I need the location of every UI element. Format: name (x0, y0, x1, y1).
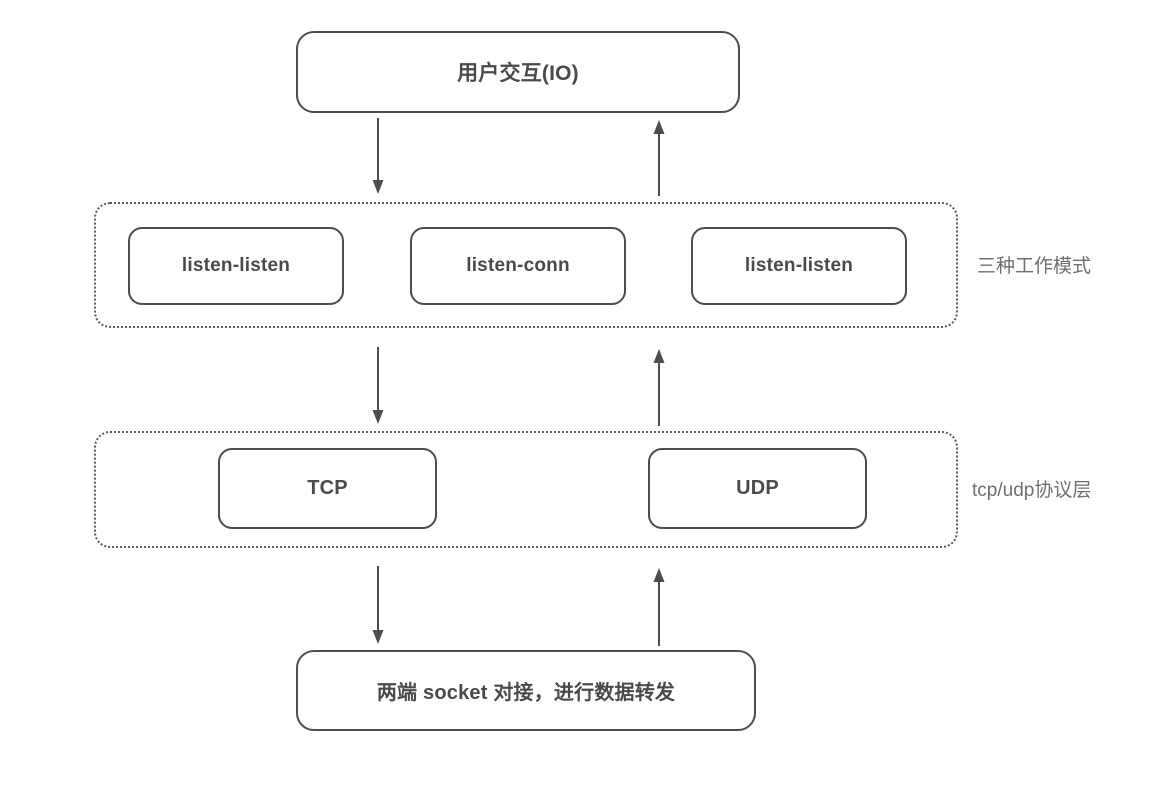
node-udp-label: UDP (736, 477, 779, 499)
node-user-interaction-io-label: 用户交互(IO) (457, 62, 579, 85)
side-label-protocol-layer: tcp/udp协议层 (972, 480, 1092, 501)
node-mode-listen-conn[interactable]: listen-conn (410, 227, 626, 305)
node-mode-listen-listen-1[interactable]: listen-listen (128, 227, 344, 305)
node-mode-listen-listen-2-label: listen-listen (744, 255, 854, 276)
arrow-io-to-modes-down (370, 118, 386, 196)
node-tcp-label: TCP (307, 477, 348, 499)
group-tcp-udp-protocol-layer (94, 431, 958, 548)
side-label-working-modes: 三种工作模式 (977, 256, 1092, 277)
group-working-modes (94, 202, 958, 328)
node-tcp[interactable]: TCP (218, 448, 437, 529)
arrow-modes-to-io-up (651, 118, 667, 196)
node-mode-listen-listen-2[interactable]: listen-listen (691, 227, 907, 305)
node-udp[interactable]: UDP (648, 448, 867, 529)
arrow-proto-to-modes-up (651, 347, 667, 426)
arrow-modes-to-proto-down (370, 347, 386, 426)
arrow-socket-to-proto-up (651, 566, 667, 646)
node-socket-forwarding[interactable]: 两端 socket 对接，进行数据转发 (296, 650, 756, 731)
arrow-proto-to-socket-down (370, 566, 386, 646)
node-socket-forwarding-label: 两端 socket 对接，进行数据转发 (376, 682, 676, 704)
node-user-interaction-io[interactable]: 用户交互(IO) (296, 31, 740, 113)
node-mode-listen-conn-label: listen-conn (466, 255, 570, 276)
node-mode-listen-listen-1-label: listen-listen (181, 255, 291, 276)
